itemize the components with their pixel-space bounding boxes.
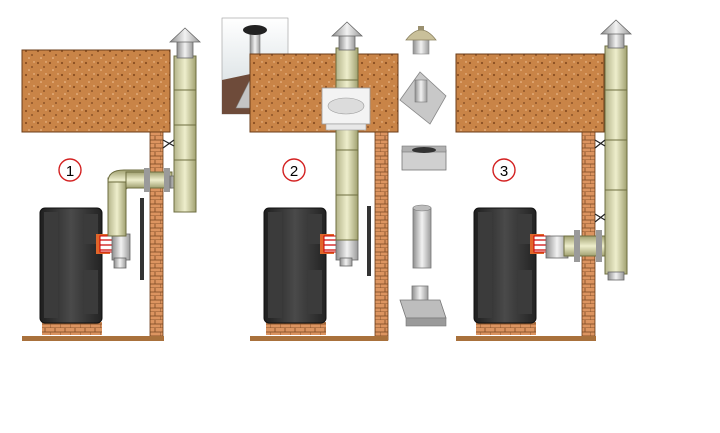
label-2: 2 bbox=[282, 158, 306, 182]
pipe-section-icon bbox=[412, 204, 432, 269]
brick-wall bbox=[149, 131, 164, 341]
scene-1: 1 bbox=[21, 27, 202, 341]
stove-base bbox=[42, 322, 102, 335]
roof-flashing-icon bbox=[399, 71, 447, 125]
flue-pipe bbox=[545, 19, 633, 281]
label-3: 3 bbox=[492, 158, 516, 182]
chimney-cap-icon bbox=[330, 21, 364, 37]
chimney-cap-icon bbox=[405, 26, 437, 55]
ceiling-plate-icon bbox=[401, 145, 447, 171]
label-1: 1 bbox=[58, 158, 82, 182]
roof-slab bbox=[21, 49, 171, 133]
floor bbox=[22, 336, 164, 341]
flue-pipe bbox=[107, 27, 202, 280]
label-2-text: 2 bbox=[290, 163, 298, 180]
floor bbox=[250, 336, 388, 341]
stove-base bbox=[266, 322, 326, 335]
scene-2: 2 bbox=[221, 17, 399, 341]
stove bbox=[39, 207, 103, 324]
label-1-text: 1 bbox=[66, 163, 74, 180]
stove-base bbox=[476, 322, 536, 335]
chimney-cap-icon bbox=[599, 19, 633, 35]
label-3-text: 3 bbox=[500, 163, 508, 180]
roof-slab bbox=[455, 53, 605, 133]
chimney-cap-icon bbox=[168, 27, 202, 43]
brick-wall bbox=[374, 131, 389, 341]
flue-pipe bbox=[321, 21, 371, 276]
scene-3: 3 bbox=[455, 19, 633, 341]
stove bbox=[263, 207, 327, 324]
tee-adapter-icon bbox=[399, 285, 447, 327]
floor bbox=[456, 336, 596, 341]
stove bbox=[473, 207, 537, 324]
parts-column bbox=[399, 26, 447, 327]
